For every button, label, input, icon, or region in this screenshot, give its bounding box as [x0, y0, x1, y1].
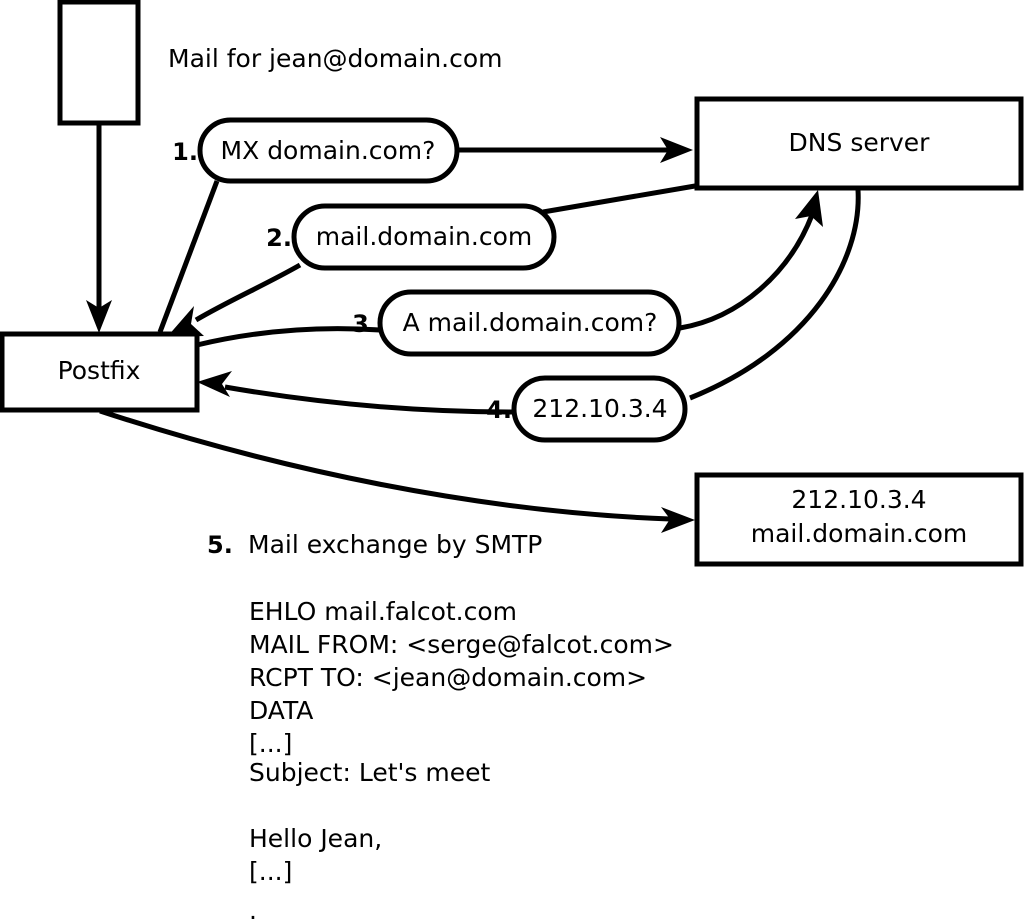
edge-dns-to-step4: [689, 189, 861, 401]
edge-postfix-to-mailserver: [99, 408, 695, 533]
node-dns-server-box[interactable]: DNS server: [694, 96, 1024, 191]
step-1-number: 1.: [172, 138, 198, 166]
edge-step4-to-postfix: [197, 371, 513, 415]
edge-postfix-to-step3: [196, 326, 381, 348]
transcript-line: [...]: [249, 729, 292, 758]
step-4-label: 212.10.3.4: [532, 394, 667, 423]
arrowhead-icon: [660, 137, 693, 163]
step-2-label: mail.domain.com: [316, 222, 532, 251]
step-1-pill[interactable]: MX domain.com?: [197, 117, 460, 184]
transcript-line: RCPT TO: <jean@domain.com>: [249, 663, 647, 692]
node-postfix-box[interactable]: Postfix: [0, 331, 200, 413]
arrowhead-icon: [167, 306, 204, 337]
edge-client-to-postfix: [86, 123, 112, 333]
node-postfix-label: Postfix: [58, 356, 141, 385]
node-client-box[interactable]: [57, 0, 141, 126]
node-mail-server-hostname: mail.domain.com: [751, 519, 967, 548]
edge-step2-to-postfix: [167, 262, 302, 337]
transcript-line: Hello Jean,: [249, 824, 382, 853]
transcript-line: Subject: Let's meet: [249, 758, 490, 787]
step-3-pill[interactable]: A mail.domain.com?: [377, 289, 682, 357]
transcript-line: .: [249, 896, 257, 919]
step-3-number: 3.: [352, 310, 378, 338]
edge-step1-to-dns: [458, 137, 693, 163]
step-5-label: Mail exchange by SMTP: [248, 530, 542, 559]
node-mail-server-ip: 212.10.3.4: [791, 485, 926, 514]
step-5-number: 5.: [207, 531, 233, 559]
step-4-number: 4.: [486, 396, 512, 424]
step-1-label: MX domain.com?: [221, 136, 436, 165]
edge-step3-to-dns: [679, 190, 823, 331]
arrowhead-icon: [197, 371, 232, 397]
smtp-transcript: EHLO mail.falcot.com MAIL FROM: <serge@f…: [249, 597, 674, 919]
transcript-line: MAIL FROM: <serge@falcot.com>: [249, 630, 674, 659]
step-2-pill[interactable]: mail.domain.com: [291, 203, 557, 271]
arrowhead-icon: [86, 300, 112, 333]
node-mail-server-box[interactable]: 212.10.3.4 mail.domain.com: [694, 472, 1024, 567]
step-2-number: 2.: [266, 224, 292, 252]
edge-dns-to-step2: [542, 183, 696, 215]
node-dns-server-label: DNS server: [789, 128, 931, 157]
edge-postfix-to-step1: [157, 180, 220, 333]
transcript-line: DATA: [249, 696, 313, 725]
arrowhead-icon: [661, 507, 695, 533]
step-4-pill[interactable]: 212.10.3.4: [511, 375, 688, 443]
arrowhead-icon: [795, 190, 823, 227]
transcript-line: [...]: [249, 857, 292, 886]
incoming-mail-label: Mail for jean@domain.com: [168, 44, 503, 73]
transcript-line: EHLO mail.falcot.com: [249, 597, 517, 626]
step-3-label: A mail.domain.com?: [403, 308, 658, 337]
